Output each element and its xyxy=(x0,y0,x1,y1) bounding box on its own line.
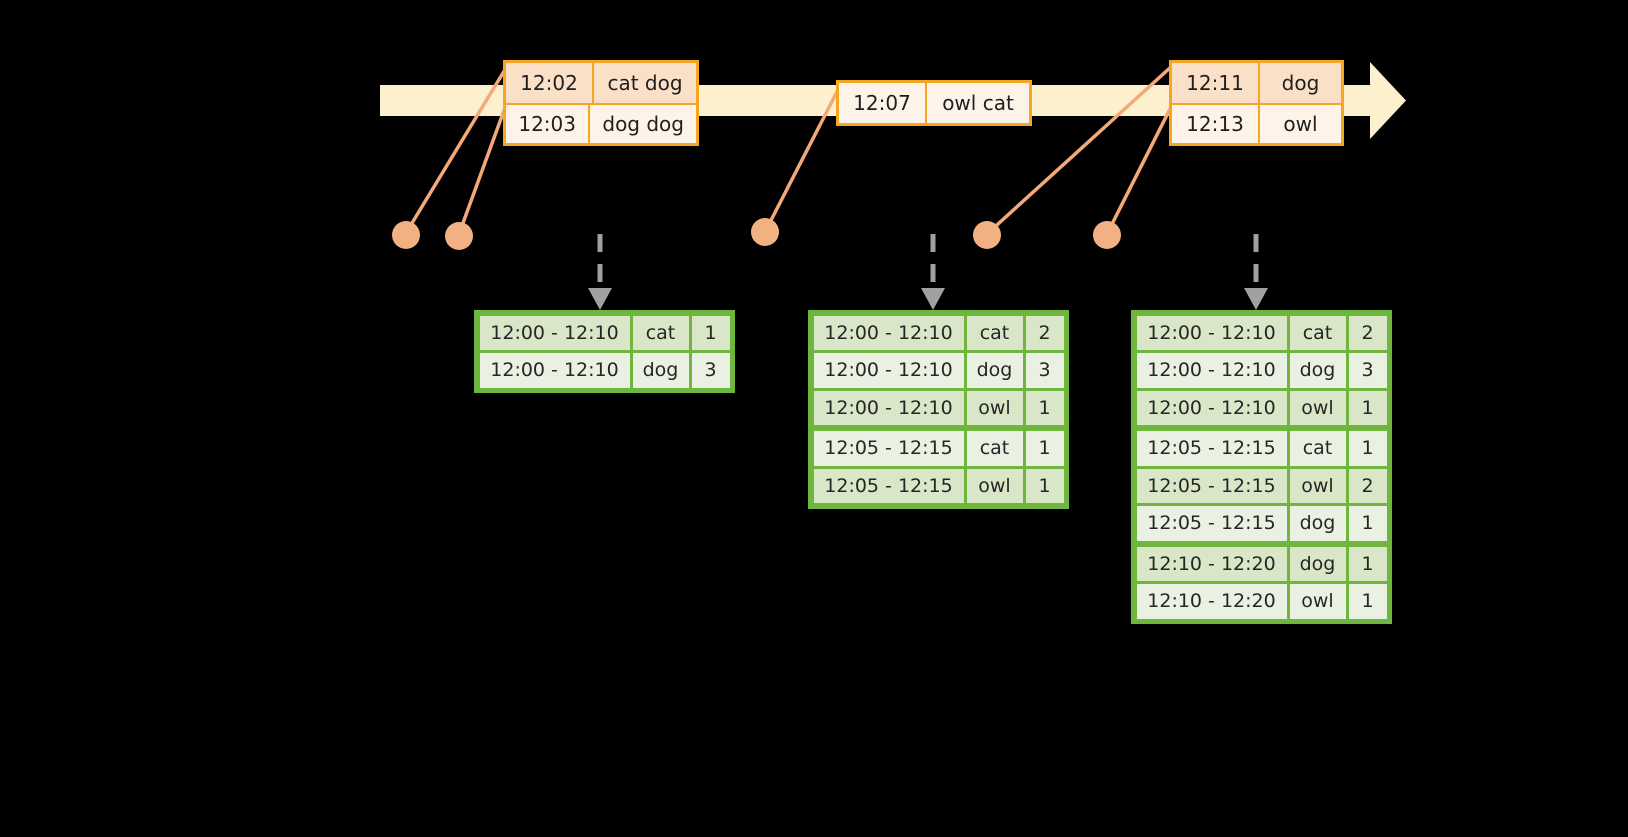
cell-window: 12:10 - 12:20 xyxy=(1136,584,1287,619)
event-row: 12:02 cat dog xyxy=(506,63,696,103)
event-dot-4 xyxy=(973,221,1001,249)
cell-count: 1 xyxy=(691,315,730,350)
event-row: 12:03 dog dog xyxy=(506,103,696,143)
event-words: dog dog xyxy=(602,112,684,136)
cell-word: dog xyxy=(1289,353,1346,388)
connector-line-1 xyxy=(404,66,508,235)
dashed-arrow-1 xyxy=(588,234,612,310)
cell-count: 2 xyxy=(1348,468,1387,503)
cell-count: 1 xyxy=(1348,506,1387,541)
cell-window: 12:00 - 12:10 xyxy=(1136,315,1287,350)
connector-line-3 xyxy=(763,84,842,234)
cell-window: 12:00 - 12:10 xyxy=(813,315,964,350)
cell-count: 1 xyxy=(1348,546,1387,581)
connector-lines xyxy=(404,64,1174,236)
dashed-arrow-3 xyxy=(1244,234,1268,310)
event-dots xyxy=(392,218,1121,250)
event-words: owl cat xyxy=(942,91,1014,115)
cell-window: 12:00 - 12:10 xyxy=(479,315,630,350)
event-box-2[interactable]: 12:07 owl cat xyxy=(836,80,1032,126)
cell-word: owl xyxy=(1289,584,1346,619)
cell-count: 2 xyxy=(1348,315,1387,350)
cell-word: cat xyxy=(1289,431,1346,466)
event-dot-2 xyxy=(445,222,473,250)
connector-line-5 xyxy=(1105,103,1174,236)
cell-word: owl xyxy=(966,390,1023,425)
cell-count: 2 xyxy=(1025,315,1064,350)
connector-line-2 xyxy=(457,103,508,236)
cell-window: 12:00 - 12:10 xyxy=(813,353,964,388)
cell-word: cat xyxy=(1289,315,1346,350)
cell-window: 12:05 - 12:15 xyxy=(1136,468,1287,503)
cell-word: owl xyxy=(966,468,1023,503)
event-words: dog xyxy=(1281,71,1320,95)
cell-window: 12:05 - 12:15 xyxy=(813,431,964,466)
cell-count: 1 xyxy=(1348,390,1387,425)
event-time: 12:11 xyxy=(1172,63,1260,103)
cell-window: 12:00 - 12:10 xyxy=(1136,390,1287,425)
cell-word: owl xyxy=(1289,468,1346,503)
event-time: 12:13 xyxy=(1172,105,1260,143)
dashed-arrows xyxy=(588,234,1268,310)
cell-word: cat xyxy=(966,315,1023,350)
cell-window: 12:00 - 12:10 xyxy=(813,390,964,425)
cell-count: 1 xyxy=(1025,390,1064,425)
event-row: 12:13 owl xyxy=(1172,103,1341,143)
connector-line-4 xyxy=(985,64,1174,236)
cell-count: 1 xyxy=(1025,468,1064,503)
event-box-3[interactable]: 12:11 dog 12:13 owl xyxy=(1169,60,1344,146)
cell-count: 1 xyxy=(1025,431,1064,466)
cell-word: cat xyxy=(966,431,1023,466)
cell-count: 1 xyxy=(1348,584,1387,619)
cell-word: dog xyxy=(1289,546,1346,581)
event-row: 12:11 dog xyxy=(1172,63,1341,103)
cell-window: 12:00 - 12:10 xyxy=(1136,353,1287,388)
cell-word: dog xyxy=(632,353,689,388)
event-row: 12:07 owl cat xyxy=(839,83,1029,123)
cell-window: 12:10 - 12:20 xyxy=(1136,546,1287,581)
cell-count: 3 xyxy=(1025,353,1064,388)
event-dot-5 xyxy=(1093,221,1121,249)
event-time: 12:02 xyxy=(506,63,594,103)
cell-window: 12:05 - 12:15 xyxy=(813,468,964,503)
cell-word: dog xyxy=(966,353,1023,388)
cell-window: 12:05 - 12:15 xyxy=(1136,431,1287,466)
cell-word: owl xyxy=(1289,390,1346,425)
event-box-1[interactable]: 12:02 cat dog 12:03 dog dog xyxy=(503,60,699,146)
cell-count: 3 xyxy=(691,353,730,388)
cell-count: 1 xyxy=(1348,431,1387,466)
event-dot-3 xyxy=(751,218,779,246)
event-time: 12:03 xyxy=(506,105,591,143)
cell-word: dog xyxy=(1289,506,1346,541)
cell-word: cat xyxy=(632,315,689,350)
event-dot-1 xyxy=(392,221,420,249)
cell-window: 12:00 - 12:10 xyxy=(479,353,630,388)
cell-window: 12:05 - 12:15 xyxy=(1136,506,1287,541)
dashed-arrow-2 xyxy=(921,234,945,310)
cell-count: 3 xyxy=(1348,353,1387,388)
event-words: owl xyxy=(1283,112,1318,136)
event-time: 12:07 xyxy=(839,83,927,123)
event-words: cat dog xyxy=(607,71,683,95)
